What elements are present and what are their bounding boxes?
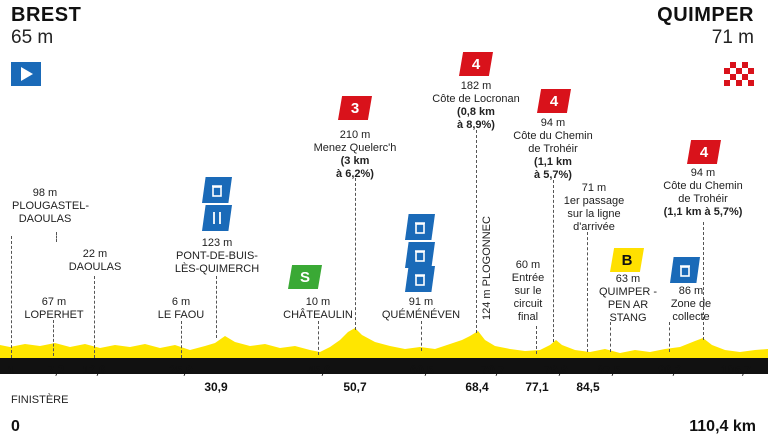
climb-category-badge: 4 (687, 140, 721, 164)
marker-line (94, 276, 95, 358)
km-marker: 70,7 (481, 363, 505, 377)
sprint-badge: S (288, 265, 322, 289)
km-marker: 79,9 (544, 363, 568, 377)
marker-line (11, 236, 12, 358)
km-marker: 25,9 (169, 363, 193, 377)
km-marker: 96,2 (658, 363, 682, 377)
marker-line (610, 322, 611, 352)
start-altitude: 65 m (11, 27, 54, 48)
distance-total: 110,4 km (689, 418, 756, 435)
km-marker: 7,2 (47, 363, 65, 377)
km-marker: 1 (7, 363, 15, 377)
distance-start: 0 (11, 418, 20, 435)
km-marker: 45,6 (307, 363, 331, 377)
marker-line (53, 320, 54, 356)
marker-line (553, 180, 554, 342)
feed-zone-icon (202, 205, 232, 231)
km-marker: 12,6 (82, 363, 106, 377)
km-marker: 30,9 (204, 380, 228, 394)
marker-line (181, 321, 182, 358)
climb-category-badge: 4 (459, 52, 493, 76)
marker-line (216, 276, 217, 338)
km-marker: 77,1 (525, 380, 549, 394)
finish-flag-icon (724, 62, 754, 86)
km-marker: 68,4 (465, 380, 489, 394)
km-marker: 50,7 (343, 380, 367, 394)
start-flag-icon (11, 62, 41, 86)
marker-line (587, 232, 588, 352)
km-marker: 84,5 (576, 380, 600, 394)
bin-icon (405, 214, 435, 240)
finish-altitude: 71 m (711, 27, 754, 48)
marker-line (703, 222, 704, 340)
bin-icon (405, 242, 435, 268)
bonus-sprint-badge: B (610, 248, 644, 272)
region-label: FINISTÈRE (11, 394, 69, 406)
marker-line (536, 326, 537, 354)
marker-line (476, 130, 477, 333)
bin-icon (202, 177, 232, 203)
finish-city: QUIMPER (657, 4, 754, 26)
marker-line (355, 178, 356, 330)
climb-category-badge: 4 (537, 89, 571, 113)
marker-line (421, 321, 422, 351)
climb-category-badge: 3 (338, 96, 372, 120)
marker-line (669, 322, 670, 352)
marker-line (56, 232, 57, 242)
km-marker: 60,5 (410, 363, 434, 377)
km-marker: 87,5 (597, 363, 621, 377)
bin-icon (405, 266, 435, 292)
bin-icon (670, 257, 700, 283)
start-city: BREST (11, 4, 82, 26)
marker-line (318, 321, 319, 355)
km-marker: 105,7 (720, 363, 752, 377)
